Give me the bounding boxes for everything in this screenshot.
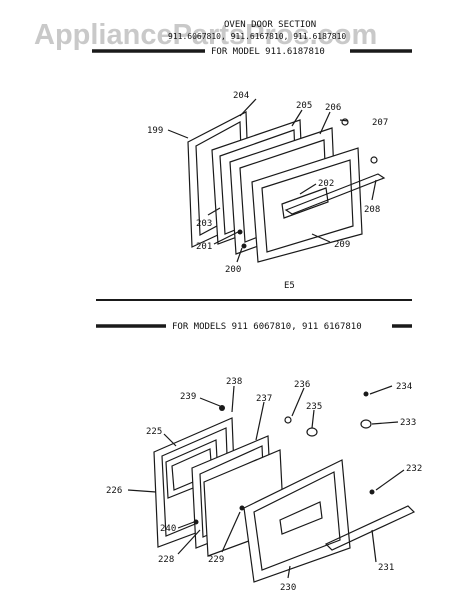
part-236-screw xyxy=(284,416,292,424)
callout-225: 225 xyxy=(146,427,162,437)
part-234-screw xyxy=(363,391,369,397)
callout-240: 240 xyxy=(160,524,176,534)
part-240-clip xyxy=(193,519,199,525)
part-208-handle xyxy=(284,173,386,215)
callout-205: 205 xyxy=(296,101,312,111)
part-233-bracket xyxy=(360,419,372,429)
part-239-screw xyxy=(219,405,225,411)
callout-199: 199 xyxy=(147,126,163,136)
callout-239: 239 xyxy=(180,392,196,402)
callout-233: 233 xyxy=(400,418,416,428)
part-201-clip xyxy=(237,229,243,235)
callout-235: 235 xyxy=(306,402,322,412)
part-207-screw xyxy=(370,156,378,164)
callout-208: 208 xyxy=(364,205,380,215)
part-232-screw xyxy=(369,489,375,495)
watermark-text: AppliancePartsPros.com xyxy=(34,19,377,51)
top-model-line: FOR MODEL 911.6187810 xyxy=(211,47,325,57)
callout-203: 203 xyxy=(196,219,212,229)
callout-238: 238 xyxy=(226,377,242,387)
part-230-door-panel xyxy=(243,459,351,583)
top-leaders xyxy=(167,98,377,263)
callout-206: 206 xyxy=(325,103,341,113)
bottom-model-line: FOR MODELS 911 6067810, 911 6167810 xyxy=(172,322,362,332)
callout-207: 207 xyxy=(372,118,388,128)
callout-234: 234 xyxy=(396,382,412,392)
callout-237: 237 xyxy=(256,394,272,404)
callout-200: 200 xyxy=(225,265,241,275)
callout-202: 202 xyxy=(318,179,334,189)
figure-caption: E5 xyxy=(284,281,295,291)
callout-232: 232 xyxy=(406,464,422,474)
part-200-clip xyxy=(241,243,247,249)
callout-201: 201 xyxy=(196,242,212,252)
part-209-door-panel xyxy=(251,147,363,263)
section-subtitle-models: 911.6067810, 911.6167810, 911.6187810 xyxy=(168,32,346,41)
callout-230: 230 xyxy=(280,583,296,593)
callout-229: 229 xyxy=(208,555,224,565)
callout-204: 204 xyxy=(233,91,249,101)
callout-236: 236 xyxy=(294,380,310,390)
callout-209: 209 xyxy=(334,240,350,250)
callout-228: 228 xyxy=(158,555,174,565)
part-229-clip xyxy=(239,505,245,511)
bottom-leaders xyxy=(127,385,405,579)
part-230-window xyxy=(279,501,323,535)
callout-231: 231 xyxy=(378,563,394,573)
part-202-window xyxy=(281,187,329,219)
callout-226: 226 xyxy=(106,486,122,496)
section-title: OVEN DOOR SECTION xyxy=(224,20,316,30)
bottom-door-assembly xyxy=(153,391,416,583)
part-235-bracket xyxy=(306,427,318,437)
top-door-assembly xyxy=(187,111,386,263)
part-231-handle xyxy=(324,505,416,551)
